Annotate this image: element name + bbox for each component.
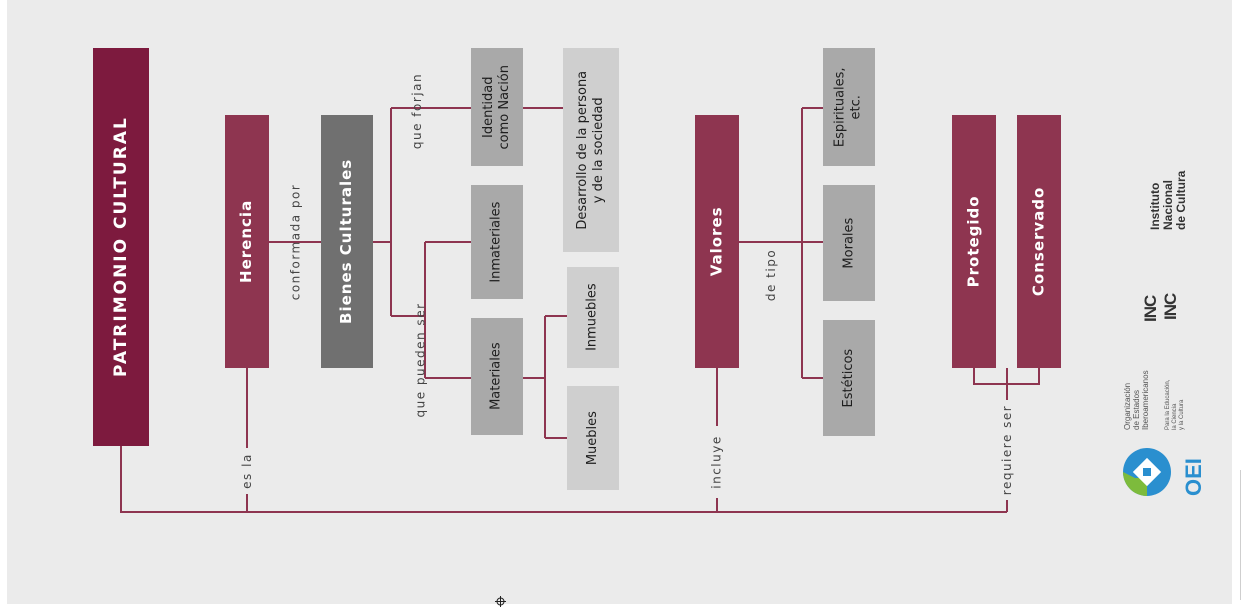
node-label: Estéticos (840, 348, 856, 408)
label-que-pueden-ser: que pueden ser (413, 302, 428, 418)
node-label: Herencia (237, 199, 256, 284)
label-conformada-por: conformada por (288, 183, 302, 301)
node-muebles: Muebles (567, 386, 619, 490)
page-edge-marker (1240, 470, 1245, 600)
node-herencia: Herencia (225, 115, 269, 368)
node-patrimonio-cultural: PATRIMONIO CULTURAL (93, 48, 149, 446)
node-label: Materiales (488, 342, 504, 411)
label-que-forjan: que forjan (410, 72, 424, 150)
diagram-canvas: PATRIMONIO CULTURAL Herencia Bienes Cult… (7, 0, 1232, 604)
node-label: Protegido (964, 195, 983, 288)
inc-logo-icon: INC (1141, 295, 1160, 322)
inc-logo-name: Instituto Nacional de Cultura (1148, 170, 1188, 230)
oei-logo-icon (1123, 448, 1171, 496)
connector-lines (120, 107, 1040, 513)
node-identidad: Identidad como Nación (471, 48, 523, 166)
node-protegido: Protegido (952, 115, 996, 368)
node-label: Identidad como Nación (480, 64, 512, 150)
node-conservado: Conservado (1017, 115, 1061, 368)
node-espirituales: Espirituales, etc. (823, 48, 875, 166)
node-label: Conservado (1029, 186, 1048, 297)
node-valores: Valores (695, 115, 739, 368)
node-label: Desarrollo de la persona y de la socieda… (574, 70, 606, 230)
node-label: Muebles (584, 410, 600, 466)
node-label: Valores (707, 206, 726, 277)
oei-logo-subtitle: Para la Educación, la Ciencia y la Cultu… (1165, 379, 1185, 430)
node-label: Inmateriales (488, 201, 504, 283)
label-requiere-ser: requiere ser (997, 400, 1017, 500)
node-label: Espirituales, etc. (832, 67, 864, 147)
label-de-tipo: de tipo (764, 248, 778, 302)
inc-logo-icon-mirror: INC (1161, 293, 1180, 320)
inc-logo: INC INC Instituto Nacional de Cultura (1127, 170, 1207, 330)
node-desarrollo: Desarrollo de la persona y de la socieda… (563, 48, 619, 252)
oei-logo-name: Organización de Estados Iberoamericanos (1123, 370, 1150, 430)
node-esteticos: Estéticos (823, 320, 875, 436)
node-materiales: Materiales (471, 318, 523, 435)
node-label: Bienes Culturales (337, 158, 356, 325)
label-incluye: incluye (707, 426, 727, 498)
node-label: PATRIMONIO CULTURAL (110, 116, 131, 378)
oei-logo: Organización de Estados Iberoamericanos … (1117, 360, 1212, 500)
oei-logo-mark: OEI (1181, 458, 1206, 496)
node-inmuebles: Inmuebles (567, 267, 619, 368)
node-label: Morales (840, 217, 856, 269)
node-label: Inmuebles (584, 283, 600, 352)
crosshair-cursor-icon (495, 596, 506, 607)
node-bienes-culturales: Bienes Culturales (321, 115, 373, 368)
node-inmateriales: Inmateriales (471, 185, 523, 299)
label-es-la: es la (237, 448, 257, 494)
node-morales: Morales (823, 185, 875, 301)
